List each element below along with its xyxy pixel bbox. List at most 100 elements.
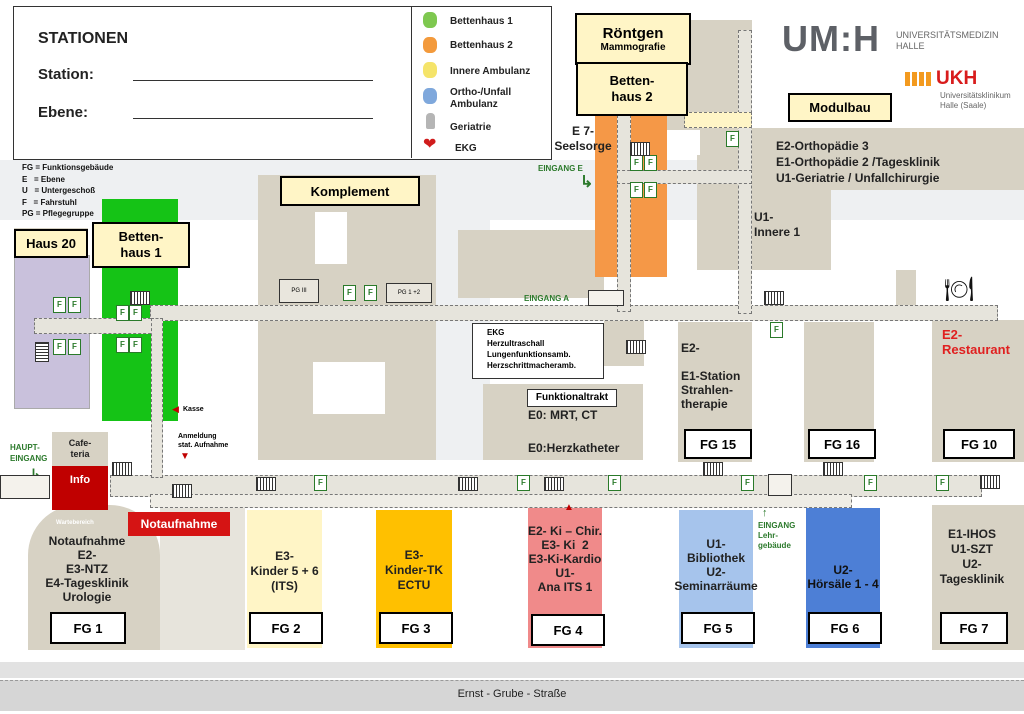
fg3-text: E3- Kinder-TK ECTU xyxy=(385,548,443,592)
legend-label-1: Bettenhaus 1 xyxy=(450,16,513,27)
building-block xyxy=(458,230,604,298)
fg3-label: FG 3 xyxy=(379,612,453,644)
funktional-e0: E0: MRT, CT xyxy=(528,408,598,422)
stairs-icon xyxy=(130,291,150,305)
seelsorge-label: E 7- Seelsorge xyxy=(554,124,612,153)
kasse-arrow-icon: ◀ xyxy=(172,404,179,414)
kasse-label: Kasse xyxy=(183,406,204,413)
warning-triangle-icon: ▲ xyxy=(564,502,574,513)
umh-logo: UM:H xyxy=(782,18,880,59)
stations-form-panel xyxy=(13,6,552,160)
fg10-label: FG 10 xyxy=(943,429,1015,459)
street-name: Ernst - Grube - Straße xyxy=(457,688,567,700)
elevator-icon: F xyxy=(644,182,657,198)
stairs-icon xyxy=(823,462,843,476)
fg2-text: E3- Kinder 5 + 6 (ITS) xyxy=(250,549,319,593)
green-footprint-icon xyxy=(423,12,437,28)
elevator-icon: F xyxy=(129,305,142,321)
legend-label-2: Bettenhaus 2 xyxy=(450,40,513,51)
elevator-icon: F xyxy=(936,475,949,491)
abbrev-line: F = Fahrstuhl xyxy=(22,197,77,207)
main-corridor xyxy=(150,305,998,321)
elevator-icon: F xyxy=(343,285,356,301)
abbrev-line: U = Untergeschoß xyxy=(22,186,96,195)
ebene-label: Ebene: xyxy=(38,104,89,121)
fg6-label: FG 6 xyxy=(808,612,882,644)
vertical-corridor-roentgen xyxy=(617,115,631,312)
stairs-icon xyxy=(544,477,564,491)
fg2-label: FG 2 xyxy=(249,612,323,644)
elevator-icon: F xyxy=(53,297,66,313)
abbrev-line: FG = Funktionsgebäude xyxy=(22,163,114,172)
pg3-box: PG III xyxy=(279,279,319,303)
fg4-text: E2- Ki – Chir. E3- Ki 2 E3-Ki-Kardio U1-… xyxy=(527,524,603,594)
fg15-label: FG 15 xyxy=(684,429,752,459)
elevator-icon: F xyxy=(864,475,877,491)
orange-footprint-icon xyxy=(423,37,437,53)
eingang-e-label: EINGANG E xyxy=(538,164,583,173)
legend-label-5: Geriatrie xyxy=(450,122,492,133)
notaufnahme-box: Notaufnahme xyxy=(128,512,230,536)
abbrev-line: PG = Pflegegruppe xyxy=(22,209,94,218)
elevator-icon: F xyxy=(630,182,643,198)
main-door xyxy=(0,475,50,499)
street xyxy=(0,680,1024,711)
herzkatheter-label: E0:Herzkatheter xyxy=(528,441,620,455)
ebene-field[interactable] xyxy=(133,118,373,119)
blue-footprint-icon xyxy=(423,88,437,104)
elevator-icon: F xyxy=(53,339,66,355)
legend-label-6: EKG xyxy=(455,143,477,154)
elevator-icon: F xyxy=(770,322,783,338)
abbrev-line: E = Ebene xyxy=(22,174,65,184)
innere1-label: U1- Innere 1 xyxy=(754,210,801,239)
sidewalk xyxy=(0,662,1024,678)
stairs-icon xyxy=(458,477,478,491)
person-icon xyxy=(426,113,435,129)
warning-triangle-icon: ▼ xyxy=(180,451,190,462)
roentgen-title: Röntgen xyxy=(602,25,664,42)
mammografie-title: Mammografie xyxy=(600,42,666,53)
horizontal-corridor-roentgen xyxy=(617,170,752,184)
modulbau-label: Modulbau xyxy=(788,93,892,122)
umh-text-1: UNIVERSITÄTSMEDIZIN xyxy=(896,30,999,40)
fg1-label: FG 1 xyxy=(50,612,126,644)
legend-label-4: Ortho-/Unfall Ambulanz xyxy=(450,87,512,110)
roentgen-label: Röntgen Mammografie xyxy=(575,13,691,65)
restaurant-icon: 🍽 xyxy=(944,276,975,303)
stairs-icon xyxy=(980,475,1000,489)
elevator-icon: F xyxy=(630,155,643,171)
stairs-icon xyxy=(630,142,650,156)
funktionaltrakt-label: Funktionaltrakt xyxy=(527,389,617,407)
fg5-label: FG 5 xyxy=(681,612,755,644)
legend-label-3: Innere Ambulanz xyxy=(450,66,531,77)
elevator-icon: F xyxy=(116,337,129,353)
fg15-text: E2- E1-Station Strahlen- therapie xyxy=(681,341,741,411)
haus20-label: Haus 20 xyxy=(14,229,88,258)
fg6-text: U2- Hörsäle 1 - 4 xyxy=(807,563,879,591)
restaurant-label: E2- Restaurant xyxy=(942,327,1010,357)
arrow-down-icon: ↳ xyxy=(580,174,594,191)
ukh-text-2: Halle (Saale) xyxy=(940,101,987,110)
elevator-icon: F xyxy=(364,285,377,301)
ukh-text-1: Universitätsklinikum xyxy=(940,91,1011,100)
stairs-icon xyxy=(112,462,132,476)
arrow-up-icon: ↑ xyxy=(762,507,768,519)
legend-divider xyxy=(411,6,412,158)
ukh-logo: UKH xyxy=(936,68,978,89)
elevator-icon: F xyxy=(741,475,754,491)
eingang-lehr-label: EINGANG Lehr- gebäude xyxy=(758,521,796,550)
station-field[interactable] xyxy=(133,80,373,81)
heart-icon: ❤ xyxy=(423,136,437,153)
komplement-label: Komplement xyxy=(280,176,420,206)
elevator-icon: F xyxy=(68,339,81,355)
bettenhaus2-label: Betten- haus 2 xyxy=(576,62,688,116)
vertical-corridor xyxy=(151,318,163,478)
fg7-text: E1-IHOS U1-SZT U2- Tagesklinik xyxy=(939,527,1005,586)
building-east xyxy=(896,270,916,310)
ukh-logo-text: Universitätsklinikum Halle (Saale) xyxy=(940,91,1011,111)
modulbau-floors: E2-Orthopädie 3 E1-Orthopädie 2 /Tageskl… xyxy=(776,139,940,185)
elevator-icon: F xyxy=(608,475,621,491)
stairs-icon xyxy=(764,291,784,305)
fg7-label: FG 7 xyxy=(940,612,1008,644)
stairs-icon xyxy=(626,340,646,354)
